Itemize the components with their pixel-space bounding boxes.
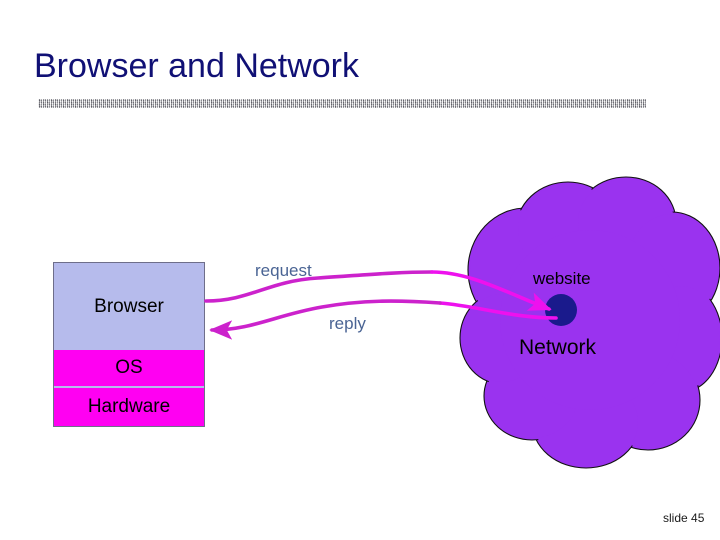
stack-band-os-label: OS — [115, 357, 143, 378]
reply-label: reply — [329, 314, 366, 333]
network-label: Network — [519, 336, 597, 359]
website-node-dot — [545, 294, 577, 326]
title-divider-rule — [38, 99, 646, 108]
website-label: website — [533, 269, 591, 288]
slide-number: slide 45 — [663, 511, 705, 525]
network-cloud — [440, 160, 720, 470]
browser-stack-diagram: Browser OS Hardware — [53, 262, 205, 427]
stack-band-os: OS — [54, 350, 204, 388]
request-arrow-path — [204, 270, 434, 303]
stack-band-browser: Browser — [54, 263, 204, 350]
reply-arrow-path — [209, 299, 442, 340]
stack-band-hardware-label: Hardware — [87, 396, 171, 417]
stack-band-browser-label: Browser — [94, 295, 164, 317]
stack-band-hardware: Hardware — [54, 388, 204, 426]
request-label: request — [255, 261, 312, 280]
cloud-shape-icon — [459, 176, 720, 469]
page-title: Browser and Network — [34, 47, 360, 85]
